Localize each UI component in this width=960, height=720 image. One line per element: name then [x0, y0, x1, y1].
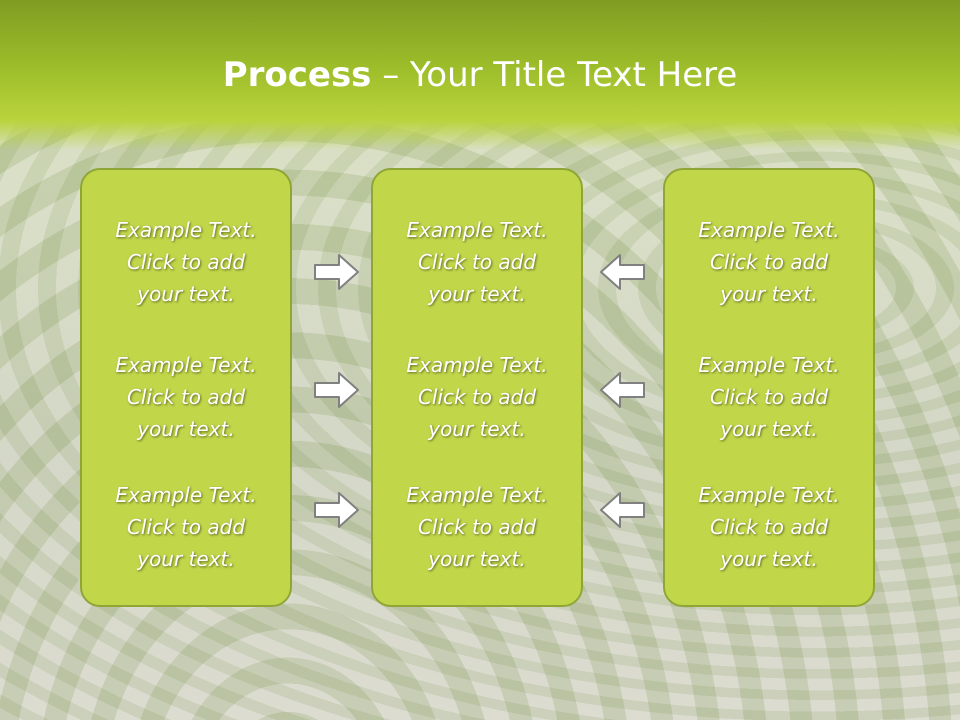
- text-line: Example Text.: [115, 483, 257, 507]
- title-rest: – Your Title Text Here: [371, 55, 738, 95]
- text-line: your text.: [720, 417, 818, 441]
- text-block[interactable]: Example Text. Click to add your text.: [665, 479, 873, 575]
- text-line: Click to add: [709, 250, 829, 274]
- slide-title[interactable]: Process – Your Title Text Here: [0, 52, 960, 98]
- text-line: your text.: [720, 547, 818, 571]
- text-line: Click to add: [417, 515, 537, 539]
- text-line: your text.: [428, 282, 526, 306]
- arrow-right-icon: [314, 372, 359, 408]
- text-line: Click to add: [417, 250, 537, 274]
- text-line: Click to add: [709, 515, 829, 539]
- text-line: Example Text.: [115, 353, 257, 377]
- text-line: Example Text.: [698, 483, 840, 507]
- text-line: Click to add: [126, 515, 246, 539]
- text-line: Example Text.: [698, 218, 840, 242]
- text-line: Example Text.: [406, 483, 548, 507]
- text-block[interactable]: Example Text. Click to add your text.: [82, 214, 290, 310]
- text-line: your text.: [137, 547, 235, 571]
- text-line: your text.: [428, 417, 526, 441]
- text-block[interactable]: Example Text. Click to add your text.: [373, 214, 581, 310]
- text-line: Example Text.: [406, 353, 548, 377]
- text-line: Click to add: [126, 385, 246, 409]
- text-block[interactable]: Example Text. Click to add your text.: [82, 349, 290, 445]
- panel-center: Example Text. Click to add your text. Ex…: [371, 168, 583, 607]
- text-line: Click to add: [709, 385, 829, 409]
- arrow-right-icon: [314, 492, 359, 528]
- text-line: Example Text.: [115, 218, 257, 242]
- arrow-right-icon: [314, 254, 359, 290]
- panel-left: Example Text. Click to add your text. Ex…: [80, 168, 292, 607]
- text-block[interactable]: Example Text. Click to add your text.: [665, 214, 873, 310]
- text-line: your text.: [428, 547, 526, 571]
- header-band: [0, 0, 960, 150]
- panel-right: Example Text. Click to add your text. Ex…: [663, 168, 875, 607]
- text-block[interactable]: Example Text. Click to add your text.: [665, 349, 873, 445]
- text-block[interactable]: Example Text. Click to add your text.: [373, 479, 581, 575]
- arrow-left-icon: [600, 492, 645, 528]
- arrow-left-icon: [600, 254, 645, 290]
- text-line: Click to add: [417, 385, 537, 409]
- text-line: Click to add: [126, 250, 246, 274]
- text-line: your text.: [137, 417, 235, 441]
- text-line: your text.: [720, 282, 818, 306]
- arrow-left-icon: [600, 372, 645, 408]
- text-line: your text.: [137, 282, 235, 306]
- text-block[interactable]: Example Text. Click to add your text.: [373, 349, 581, 445]
- text-block[interactable]: Example Text. Click to add your text.: [82, 479, 290, 575]
- text-line: Example Text.: [698, 353, 840, 377]
- title-bold: Process: [222, 55, 372, 95]
- text-line: Example Text.: [406, 218, 548, 242]
